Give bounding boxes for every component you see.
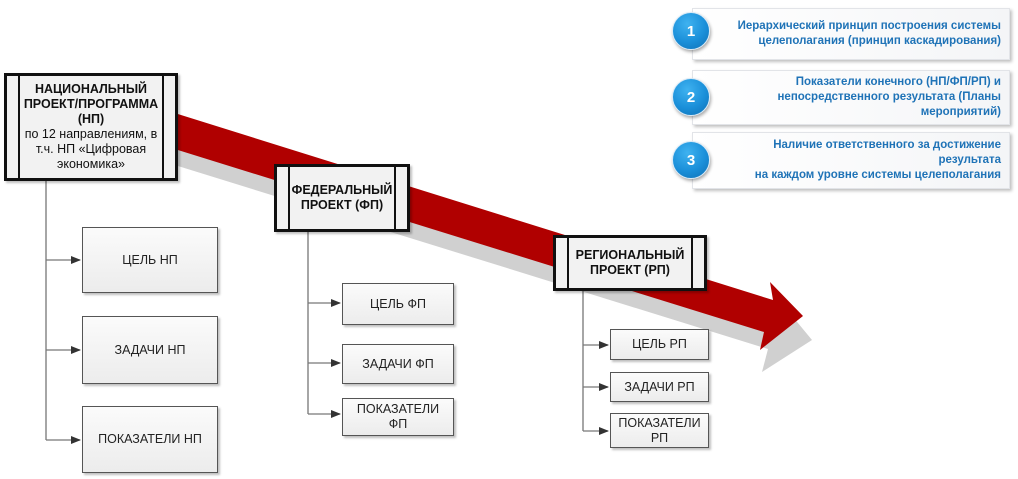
principle-badge-1: 1 bbox=[672, 12, 710, 50]
principle-3-line-2: результата bbox=[938, 154, 1001, 166]
fp-tasks-label: ЗАДАЧИ ФП bbox=[362, 356, 434, 371]
np-indicators-box: ПОКАЗАТЕЛИ НП bbox=[82, 406, 218, 473]
principle-2-line-1: Показатели конечного (НП/ФП/РП) и bbox=[795, 76, 1001, 88]
national-project-desc-1: по 12 направлениям, в bbox=[24, 127, 158, 141]
principle-badge-3: 3 bbox=[672, 141, 710, 179]
principle-2-number: 2 bbox=[686, 88, 696, 106]
rp-tasks-label: ЗАДАЧИ РП bbox=[624, 379, 695, 394]
rp-goal-box: ЦЕЛЬ РП bbox=[610, 329, 709, 360]
principle-1-line-2: целеполагания (принцип каскадирования) bbox=[758, 35, 1001, 47]
fp-goal-box: ЦЕЛЬ ФП bbox=[342, 283, 454, 325]
np-goal-label: ЦЕЛЬ НП bbox=[122, 252, 178, 267]
principle-1-line-1: Иерархический принцип построения системы bbox=[737, 20, 1001, 32]
np-goal-box: ЦЕЛЬ НП bbox=[82, 227, 218, 293]
principle-card-3: Наличие ответственного за достижение рез… bbox=[692, 132, 1010, 189]
np-tasks-box: ЗАДАЧИ НП bbox=[82, 316, 218, 384]
principle-2-line-3: мероприятий) bbox=[920, 106, 1001, 118]
federal-project-title-1: ФЕДЕРАЛЬНЫЙ bbox=[291, 183, 393, 197]
regional-project-title-1: РЕГИОНАЛЬНЫЙ bbox=[575, 248, 685, 262]
principle-badge-2: 2 bbox=[672, 78, 710, 116]
federal-project-title-2: ПРОЕКТ (ФП) bbox=[300, 198, 384, 212]
principle-3-line-3: на каждом уровне системы целеполагания bbox=[754, 169, 1001, 181]
national-project-desc-3: экономика» bbox=[56, 157, 125, 171]
principle-1-number: 1 bbox=[686, 22, 696, 40]
federal-project-box: ФЕДЕРАЛЬНЫЙ ПРОЕКТ (ФП) bbox=[274, 164, 410, 232]
principle-3-line-1: Наличие ответственного за достижение bbox=[773, 139, 1001, 151]
principle-card-1: Иерархический принцип построения системы… bbox=[692, 8, 1010, 60]
rp-indicators-label: ПОКАЗАТЕЛИ РП bbox=[618, 415, 701, 445]
np-tasks-label: ЗАДАЧИ НП bbox=[114, 342, 186, 357]
fp-indicators-box: ПОКАЗАТЕЛИ ФП bbox=[342, 398, 454, 436]
np-indicators-label: ПОКАЗАТЕЛИ НП bbox=[98, 432, 202, 446]
national-project-title-2: ПРОЕКТ/ПРОГРАММА bbox=[23, 97, 159, 111]
regional-project-box: РЕГИОНАЛЬНЫЙ ПРОЕКТ (РП) bbox=[553, 235, 707, 291]
fp-indicators-label: ПОКАЗАТЕЛИ ФП bbox=[356, 402, 440, 431]
national-project-title-3: (НП) bbox=[77, 112, 105, 126]
rp-tasks-box: ЗАДАЧИ РП bbox=[610, 372, 709, 402]
national-project-desc-2: т.ч. НП «Цифровая bbox=[35, 142, 147, 156]
principle-3-number: 3 bbox=[686, 151, 696, 169]
regional-project-title-2: ПРОЕКТ (РП) bbox=[590, 263, 670, 277]
principle-card-2: Показатели конечного (НП/ФП/РП) и непоср… bbox=[692, 70, 1010, 125]
fp-tasks-box: ЗАДАЧИ ФП bbox=[342, 344, 454, 384]
principle-2-line-2: непосредственного результата (Планы bbox=[777, 91, 1001, 103]
rp-indicators-box: ПОКАЗАТЕЛИ РП bbox=[610, 413, 709, 448]
national-project-box: НАЦИОНАЛЬНЫЙ ПРОЕКТ/ПРОГРАММА (НП) по 12… bbox=[4, 73, 178, 181]
fp-goal-label: ЦЕЛЬ ФП bbox=[370, 296, 426, 311]
national-project-title-1: НАЦИОНАЛЬНЫЙ bbox=[34, 82, 148, 96]
rp-goal-label: ЦЕЛЬ РП bbox=[632, 337, 687, 351]
